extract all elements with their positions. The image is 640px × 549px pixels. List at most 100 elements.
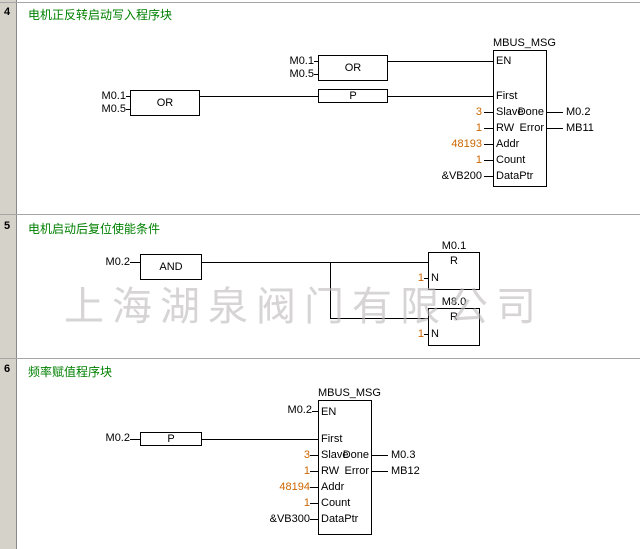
pin-error: Error xyxy=(344,465,369,477)
value-rw[interactable]: 1 xyxy=(475,122,482,134)
or-block-label: OR xyxy=(156,97,174,109)
wire xyxy=(314,61,318,62)
pin-addr: Addr xyxy=(496,138,520,150)
wire xyxy=(330,262,331,319)
network-4-number: 4 xyxy=(4,6,11,18)
value-slave[interactable]: 3 xyxy=(475,106,482,118)
wire xyxy=(310,503,318,504)
or-block-label: OR xyxy=(344,62,362,74)
positive-edge-block[interactable]: P xyxy=(318,89,388,103)
wire xyxy=(126,109,130,110)
wire xyxy=(484,144,493,145)
value-addr[interactable]: 48194 xyxy=(279,481,310,493)
wire xyxy=(130,439,140,440)
pin-dataptr: DataPtr xyxy=(496,170,534,182)
mbus-msg-block[interactable]: EN First Slave RW Addr Count DataPtr Don… xyxy=(493,50,547,187)
pin-count: Count xyxy=(496,154,526,166)
pin-first: First xyxy=(496,90,518,102)
network-gutter xyxy=(0,0,17,549)
value-dataptr[interactable]: &VB300 xyxy=(269,513,310,525)
value-n[interactable]: 1 xyxy=(417,328,424,340)
p-block-label: P xyxy=(349,90,357,102)
wire xyxy=(312,411,318,412)
pin-n: N xyxy=(431,272,439,284)
value-count[interactable]: 1 xyxy=(475,154,482,166)
wire xyxy=(484,128,493,129)
positive-edge-block[interactable]: P xyxy=(140,432,202,446)
or-block[interactable]: OR xyxy=(318,55,388,81)
wire xyxy=(484,160,493,161)
pin-done: Done xyxy=(517,106,544,118)
operand-m0.1[interactable]: M0.1 xyxy=(101,90,126,102)
wire xyxy=(310,487,318,488)
value-count[interactable]: 1 xyxy=(303,497,310,509)
reset-block-label: R xyxy=(450,311,458,323)
operand-m0.2[interactable]: M0.2 xyxy=(105,256,130,268)
wire xyxy=(547,112,563,113)
reset-block[interactable]: R N xyxy=(428,308,480,346)
wire xyxy=(126,96,130,97)
pin-error: Error xyxy=(519,122,544,134)
wire xyxy=(202,439,318,440)
output-error-operand[interactable]: MB11 xyxy=(566,122,594,134)
operand-m0.1[interactable]: M0.1 xyxy=(289,55,314,67)
value-dataptr[interactable]: &VB200 xyxy=(441,170,482,182)
wire xyxy=(547,128,563,129)
pin-rw: RW xyxy=(496,122,515,134)
value-slave[interactable]: 3 xyxy=(303,449,310,461)
and-block-label: AND xyxy=(159,261,183,273)
network-4-title[interactable]: 电机正反转启动写入程序块 xyxy=(28,8,173,22)
network-5-title[interactable]: 电机启动后复位使能条件 xyxy=(28,222,161,236)
mbus-msg-block-name: MBUS_MSG xyxy=(493,37,556,49)
operand-m0.5[interactable]: M0.5 xyxy=(101,103,126,115)
value-rw[interactable]: 1 xyxy=(303,465,310,477)
wire xyxy=(130,262,140,263)
mbus-msg-block[interactable]: EN First Slave RW Addr Count DataPtr Don… xyxy=(318,400,372,535)
pin-count: Count xyxy=(321,497,351,509)
operand-m0.5[interactable]: M0.5 xyxy=(289,68,314,80)
p-block-label: P xyxy=(167,433,175,445)
wire xyxy=(388,96,493,97)
or-block[interactable]: OR xyxy=(130,90,200,116)
wire xyxy=(424,334,428,335)
pin-en: EN xyxy=(496,55,512,67)
wire xyxy=(330,318,428,319)
network-6-number: 6 xyxy=(4,363,11,375)
wire xyxy=(310,455,318,456)
operand-m0.2[interactable]: M0.2 xyxy=(105,432,130,444)
wire xyxy=(314,74,318,75)
network-6-title[interactable]: 频率赋值程序块 xyxy=(28,365,113,379)
network-separator xyxy=(0,2,640,3)
output-done-operand[interactable]: M0.3 xyxy=(391,449,416,461)
network-5-number: 5 xyxy=(4,220,11,232)
reset-operand-m8.0[interactable]: M8.0 xyxy=(441,296,467,308)
reset-operand-m0.1[interactable]: M0.1 xyxy=(441,240,467,252)
pin-addr: Addr xyxy=(321,481,345,493)
value-addr[interactable]: 48193 xyxy=(451,138,482,150)
wire xyxy=(310,519,318,520)
wire xyxy=(200,96,318,97)
and-block[interactable]: AND xyxy=(140,254,202,280)
wire xyxy=(484,176,493,177)
reset-block-label: R xyxy=(450,255,458,267)
pin-en: EN xyxy=(321,406,337,418)
pin-done: Done xyxy=(342,449,369,461)
reset-block[interactable]: R N xyxy=(428,252,480,290)
value-n[interactable]: 1 xyxy=(417,272,424,284)
pin-first: First xyxy=(321,433,343,445)
pin-slave: Slave xyxy=(496,106,524,118)
wire xyxy=(484,112,493,113)
output-done-operand[interactable]: M0.2 xyxy=(566,106,591,118)
output-error-operand[interactable]: MB12 xyxy=(391,465,420,477)
wire xyxy=(310,471,318,472)
operand-m0.2-en[interactable]: M0.2 xyxy=(287,404,312,416)
wire xyxy=(388,61,493,62)
mbus-msg-block-name: MBUS_MSG xyxy=(318,387,381,399)
pin-dataptr: DataPtr xyxy=(321,513,359,525)
pin-slave: Slave xyxy=(321,449,349,461)
wire xyxy=(202,262,428,263)
pin-rw: RW xyxy=(321,465,340,477)
wire xyxy=(372,455,388,456)
wire xyxy=(424,278,428,279)
